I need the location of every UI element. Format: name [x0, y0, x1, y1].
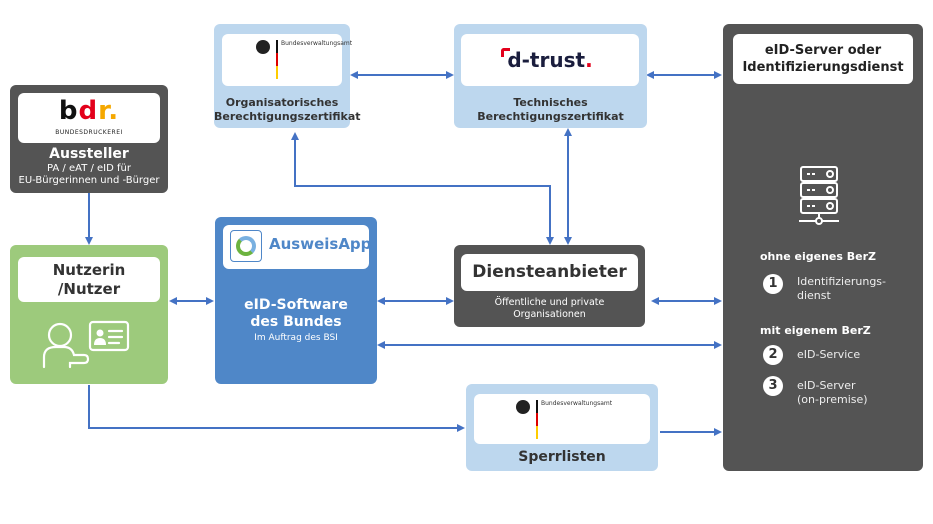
tech-cert-box: d-trust. Technisches Berechtigungszertif… [454, 24, 647, 128]
section-heading-ohne: ohne eigenes BerZ [760, 250, 876, 263]
sperrlisten-box: Bundesverwaltungsamt Sperrlisten [466, 384, 658, 471]
arrow-nutzer-sperrlisten [88, 385, 465, 432]
org-cert-line1: Organisatorisches [225, 96, 339, 109]
nutzer-title-box: Nutzerin /Nutzer [18, 257, 160, 302]
bundesdruckerei-logo: bdr. BUNDESDRUCKEREI [18, 93, 160, 143]
aussteller-box: bdr. BUNDESDRUCKEREI Aussteller PA / eAT… [10, 85, 168, 193]
org-cert-line2: Berechtigungszertifikat [214, 110, 361, 123]
diensteanbieter-title-box: Diensteanbieter [461, 254, 638, 291]
bva-name: Bundesverwaltungsamt [281, 40, 353, 47]
diensteanbieter-line1: Öffentliche und private [494, 297, 605, 308]
tech-cert-line1: Technisches [513, 96, 588, 109]
nutzer-box: Nutzerin /Nutzer [10, 245, 168, 384]
org-cert-box: Bundesverwaltungsamt Organisatorisches B… [214, 24, 361, 128]
eagle-icon [256, 40, 270, 54]
diensteanbieter-title: Diensteanbieter [472, 262, 627, 282]
ausweisapp-logo-text: AusweisApp [269, 235, 372, 253]
arrow-org-dienste [291, 132, 554, 245]
ausweisapp-box: AusweisApp eID-Software des Bundes Im Au… [215, 217, 377, 384]
sperrlisten-title: Sperrlisten [518, 449, 606, 465]
number-badge-1: 1 [763, 274, 783, 294]
eid-server-title-line1: eID-Server oder [764, 43, 882, 58]
eid-server-title-box: eID-Server oder Identifizierungsdienst [733, 34, 913, 84]
eid-server-box: eID-Server oder Identifizierungsdienst o… [723, 24, 923, 471]
item-2-text: eID-Service [797, 348, 861, 361]
eid-server-title-line2: Identifizierungsdienst [742, 60, 904, 75]
item-3-text: eID-Server (on-premise) [797, 379, 868, 406]
bva-logo: Bundesverwaltungsamt [474, 394, 650, 444]
tech-cert-line2: Berechtigungszertifikat [477, 110, 624, 123]
nutzer-title-line1: Nutzerin [52, 261, 126, 279]
ausweisapp-title-line2: des Bundes [250, 314, 342, 330]
ausweisapp-logo: AusweisApp [223, 225, 372, 269]
ausweisapp-subtitle: Im Auftrag des BSI [254, 333, 338, 343]
bva-name: Bundesverwaltungsamt [541, 400, 613, 407]
nutzer-title-line2: /Nutzer [57, 280, 121, 298]
section-heading-mit: mit eigenem BerZ [760, 324, 871, 337]
eagle-icon [516, 400, 530, 414]
aussteller-title: Aussteller [49, 146, 129, 162]
aussteller-line1: PA / eAT / eID für [47, 163, 131, 174]
diensteanbieter-line2: Organisationen [513, 309, 586, 320]
d-trust-text: d-trust [507, 48, 586, 72]
number-badge-3: 3 [763, 376, 783, 396]
logo-subtext: BUNDESDRUCKEREI [55, 129, 123, 136]
number-badge-2: 2 [763, 345, 783, 365]
d-trust-logo: d-trust. [461, 34, 639, 86]
diensteanbieter-box: Diensteanbieter Öffentliche und private … [454, 245, 645, 327]
item-1-text: Identifizierungs- dienst [797, 275, 887, 302]
bva-logo: Bundesverwaltungsamt [222, 34, 352, 86]
ausweisapp-title-line1: eID-Software [244, 297, 348, 313]
user-with-id-card-icon [42, 320, 130, 369]
aussteller-line2: EU-Bürgerinnen und -Bürger [18, 175, 160, 186]
server-icon [799, 166, 839, 225]
ausweisapp-icon [230, 230, 262, 262]
